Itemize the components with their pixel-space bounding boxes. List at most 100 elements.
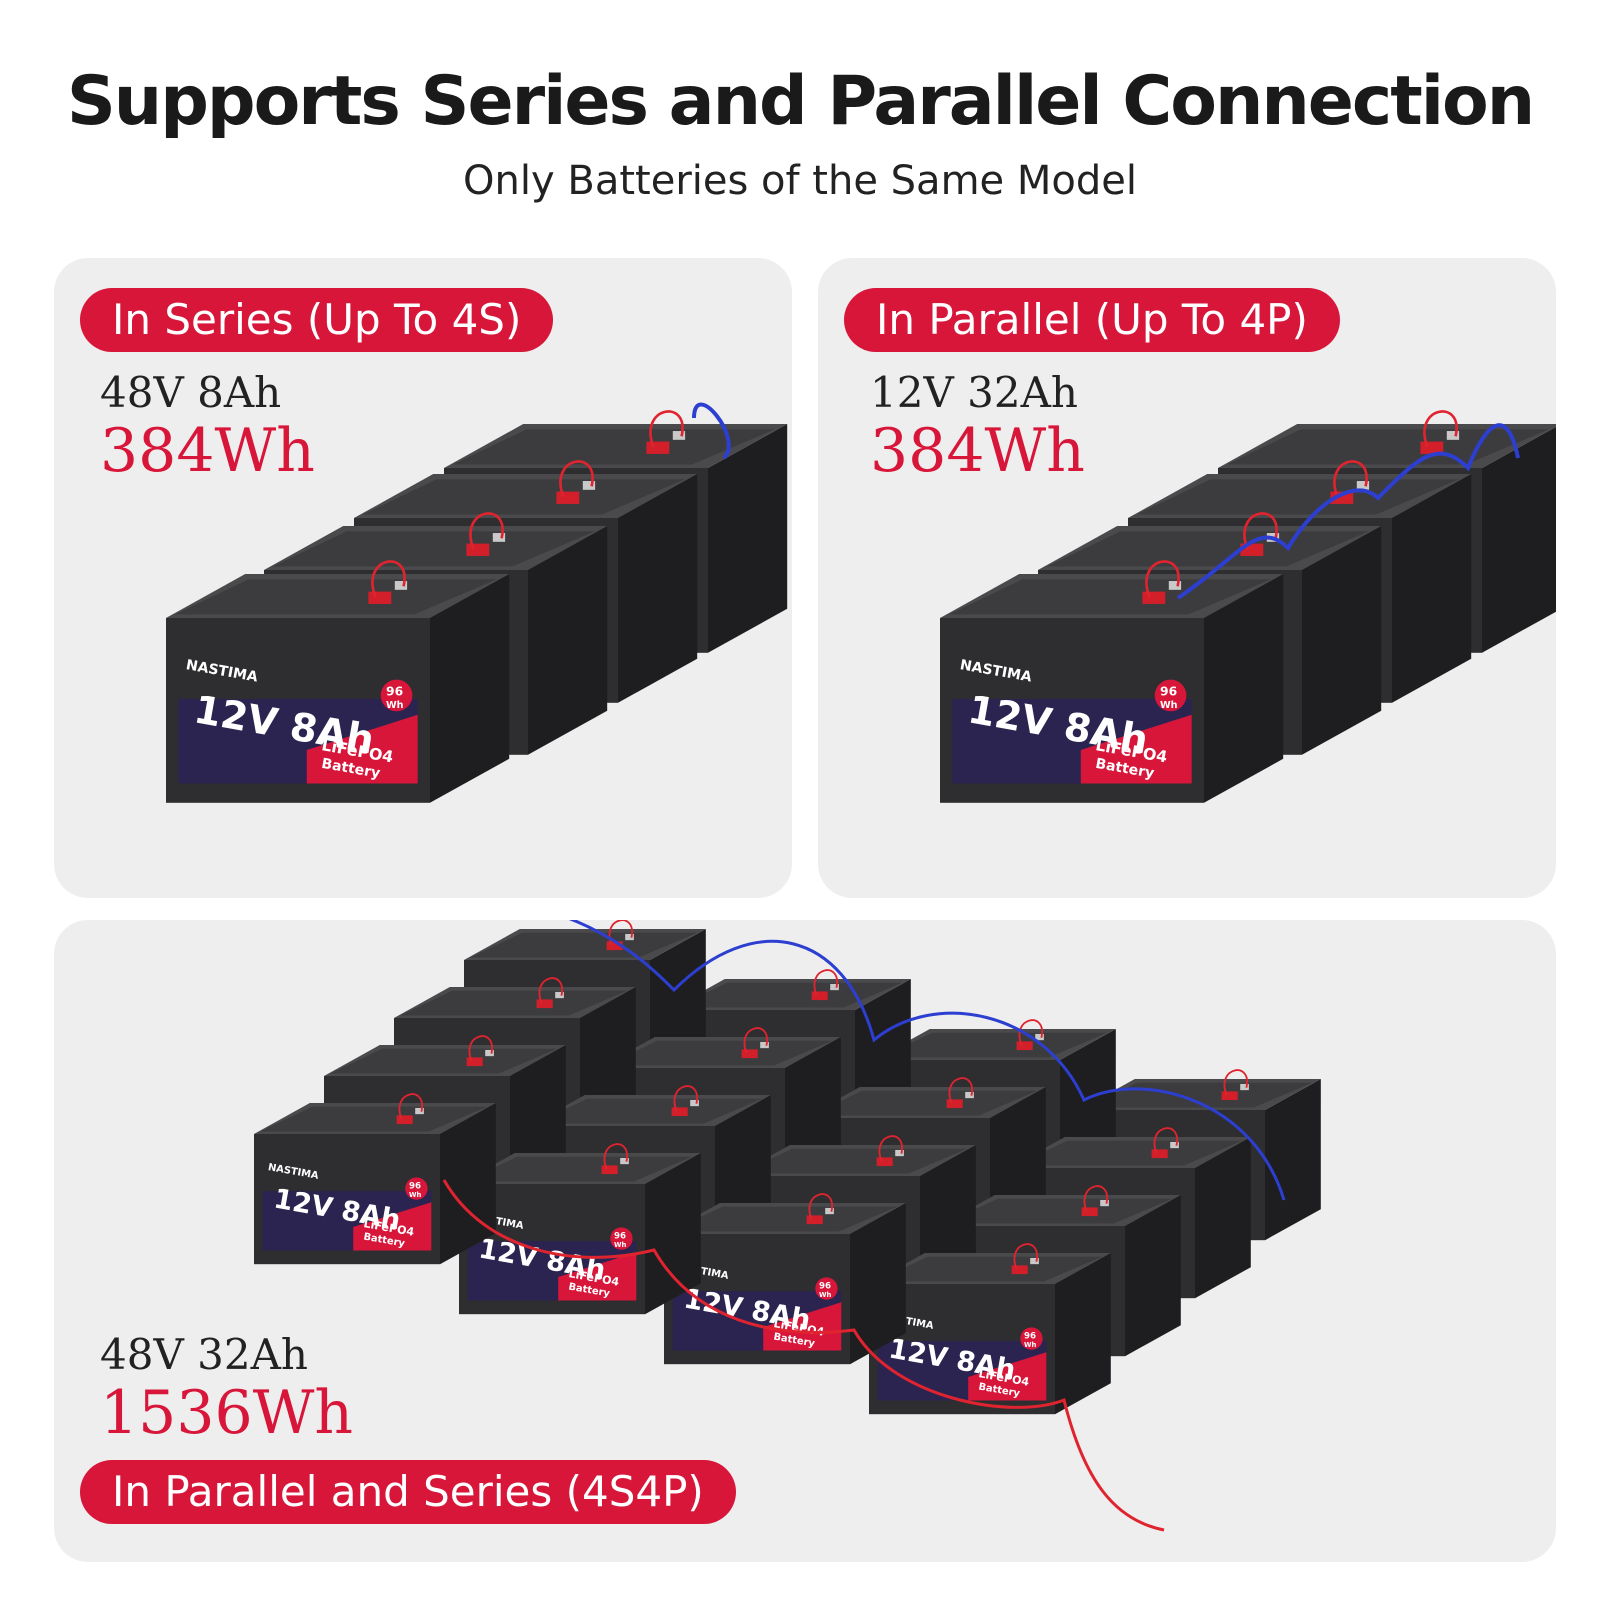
combo-badge: In Parallel and Series (4S4P) <box>80 1460 736 1524</box>
red-jumper-wire <box>948 1077 973 1104</box>
wh-badge <box>610 1227 633 1250</box>
wh-badge <box>380 679 413 712</box>
battery-side <box>1195 1137 1251 1299</box>
battery-side <box>850 1203 906 1365</box>
wh-badge-unit: Wh <box>409 1191 422 1199</box>
red-jumper-wire <box>371 560 406 598</box>
battery-top-recess <box>535 1098 763 1124</box>
battery-top-recess <box>1046 531 1369 567</box>
battery-top-recess <box>465 1156 693 1182</box>
positive-terminal <box>556 491 580 504</box>
battery-side <box>1055 1253 1111 1415</box>
negative-terminal <box>582 481 596 490</box>
battery-top-recess <box>400 990 628 1016</box>
battery-top-recess <box>875 1256 1103 1282</box>
series-energy: 384Wh <box>100 416 315 486</box>
battery-top-recess <box>470 932 698 958</box>
red-jumper-wire <box>538 977 563 1004</box>
positive-terminal <box>1151 1149 1168 1159</box>
label-red-stripe <box>763 1302 842 1351</box>
negative-terminal <box>555 991 564 999</box>
wh-badge-unit: Wh <box>1024 1341 1037 1349</box>
wh-badge-value: 96 <box>1024 1332 1036 1342</box>
negative-terminal <box>1170 1141 1179 1149</box>
battery-side <box>645 1153 701 1315</box>
negative-terminal <box>1100 1199 1109 1207</box>
battery-top-recess <box>362 479 685 515</box>
negative-terminal <box>690 1099 699 1107</box>
positive-terminal <box>1016 1041 1033 1051</box>
positive-terminal <box>646 441 670 454</box>
parallel-panel: In Parallel (Up To 4P) 12V 32Ah 384Wh NA… <box>818 258 1556 898</box>
wh-badge <box>815 1277 838 1300</box>
negative-terminal <box>760 1041 769 1049</box>
negative-terminal <box>394 581 408 590</box>
battery-side <box>1204 574 1284 803</box>
series-panel: In Series (Up To 4S) 48V 8Ah 384Wh NASTI… <box>54 258 792 898</box>
wh-badge-value: 96 <box>614 1232 626 1242</box>
blue-output-wire <box>692 402 731 460</box>
red-jumper-wire <box>1423 410 1458 448</box>
wh-badge-value: 96 <box>409 1182 421 1192</box>
red-jumper-wire <box>1145 560 1180 598</box>
battery-top-recess <box>810 1090 1038 1116</box>
battery-side <box>430 574 510 803</box>
battery-top-recess <box>675 982 903 1008</box>
battery-side <box>1481 426 1556 653</box>
red-jumper-wire <box>1243 512 1278 550</box>
positive-terminal <box>1011 1265 1028 1275</box>
positive-terminal <box>606 941 623 951</box>
red-jumper-wire <box>1153 1127 1178 1154</box>
wh-badge-unit: Wh <box>1160 700 1178 711</box>
red-jumper-wire <box>1223 1069 1248 1096</box>
negative-terminal <box>1356 481 1370 490</box>
battery-top-recess <box>330 1048 558 1074</box>
series-spec: 48V 8Ah <box>100 368 282 417</box>
positive-terminal <box>811 991 828 1001</box>
blue-parallel-wire <box>1176 423 1520 600</box>
negative-terminal <box>485 1049 494 1057</box>
battery-top-recess <box>272 531 595 567</box>
wh-badge-unit: Wh <box>386 700 404 711</box>
positive-terminal <box>876 1157 893 1167</box>
battery-side <box>708 424 788 653</box>
battery-top-recess <box>670 1206 898 1232</box>
negative-terminal <box>825 1207 834 1215</box>
positive-terminal <box>466 543 490 556</box>
red-jumper-wire <box>603 1143 628 1170</box>
series-badge: In Series (Up To 4S) <box>80 288 554 352</box>
combo-spec: 48V 32Ah <box>100 1330 308 1379</box>
negative-terminal <box>415 1107 424 1115</box>
negative-terminal <box>965 1091 974 1099</box>
red-jumper-wire <box>673 1085 698 1112</box>
battery-top-recess <box>260 1106 488 1132</box>
red-jumper-wire <box>808 1193 833 1220</box>
red-jumper-wire <box>1333 460 1368 498</box>
page-title: Supports Series and Parallel Connection <box>66 62 1535 141</box>
wh-badge-value: 96 <box>1160 684 1177 698</box>
battery-side <box>1125 1195 1181 1357</box>
negative-terminal <box>1030 1257 1039 1265</box>
negative-terminal <box>1035 1033 1044 1041</box>
battery-side <box>618 474 698 703</box>
wh-badge-unit: Wh <box>819 1291 832 1299</box>
page-subtitle: Only Batteries of the Same Model <box>463 158 1137 204</box>
combo-energy: 1536Wh <box>100 1378 354 1448</box>
red-jumper-wire <box>468 1035 493 1062</box>
positive-terminal <box>1142 591 1166 604</box>
parallel-badge: In Parallel (Up To 4P) <box>844 288 1340 352</box>
label-red-stripe <box>306 714 418 784</box>
negative-terminal <box>620 1157 629 1165</box>
negative-terminal <box>1168 581 1182 590</box>
positive-terminal <box>1221 1091 1238 1101</box>
wh-badge <box>1020 1327 1043 1350</box>
label-red-stripe <box>558 1252 637 1301</box>
positive-terminal <box>946 1099 963 1109</box>
label-red-stripe <box>353 1202 432 1251</box>
